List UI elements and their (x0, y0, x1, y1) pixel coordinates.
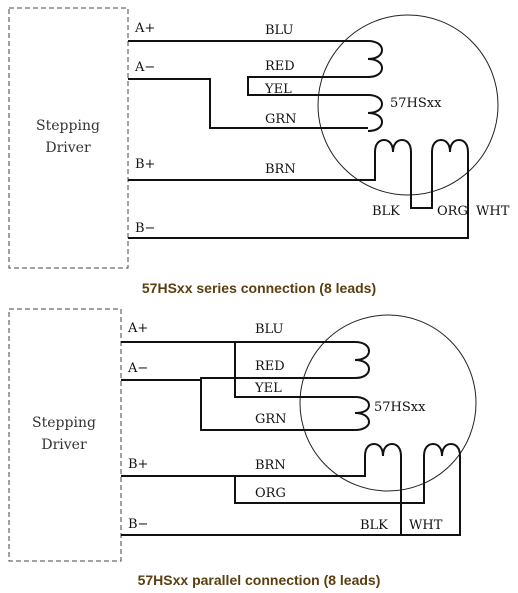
series-driver-box (8, 7, 129, 269)
series-terminal-b-minus: B− (135, 221, 155, 236)
series-diagram: Stepping Driver 57HSxx A+ A− B+ B− BLU R… (8, 7, 510, 296)
series-coil-a2 (367, 94, 384, 132)
parallel-motor-circle (299, 314, 477, 492)
series-coil-b2 (431, 138, 469, 153)
series-wire-label-wht: WHT (476, 204, 510, 219)
series-wire-label-yel: YEL (264, 82, 292, 97)
series-wire-label-blk: BLK (372, 204, 400, 219)
parallel-wire-label-red: RED (255, 359, 285, 374)
series-driver-label-line2: Driver (45, 140, 91, 156)
parallel-wire-org (234, 456, 425, 504)
series-coil-a1 (367, 40, 384, 78)
parallel-terminal-a-plus: A+ (127, 321, 148, 336)
parallel-wire-yel (234, 342, 355, 398)
parallel-wire-label-blu: BLU (255, 322, 283, 337)
series-wire-label-blu: BLU (265, 23, 293, 38)
parallel-wire-label-brn: BRN (255, 458, 286, 473)
parallel-wire-wht (121, 456, 461, 536)
parallel-coil-b2 (423, 442, 461, 457)
parallel-wire-label-blk: BLK (360, 518, 388, 533)
parallel-motor-label: 57HSxx (374, 400, 426, 415)
series-terminal-b-plus: B+ (135, 157, 155, 172)
parallel-coil-b1 (364, 442, 402, 457)
series-wire-label-brn: BRN (265, 162, 296, 177)
parallel-coil-a2 (354, 396, 371, 431)
parallel-driver-box (8, 308, 122, 562)
parallel-coil-a1 (354, 341, 371, 379)
series-driver-label-line1: Stepping (36, 118, 100, 134)
parallel-terminal-a-minus: A− (127, 361, 148, 376)
series-wire-label-org: ORG (437, 204, 468, 219)
parallel-terminal-b-plus: B+ (128, 457, 148, 472)
series-terminal-a-minus: A− (134, 60, 155, 75)
series-coil-b1 (374, 138, 412, 153)
series-motor-label: 57HSxx (390, 96, 442, 111)
series-motor-circle (317, 14, 499, 196)
parallel-wire-label-org: ORG (255, 486, 286, 501)
series-wire-red-yel-link (247, 76, 368, 96)
parallel-wire-label-grn: GRN (255, 412, 287, 427)
series-wire-blk-org-link (410, 152, 433, 209)
series-caption: 57HSxx series connection (8 leads) (142, 280, 376, 296)
parallel-terminal-b-minus: B− (128, 517, 148, 532)
parallel-wire-label-wht: WHT (409, 518, 443, 533)
series-terminal-a-plus: A+ (134, 21, 155, 36)
series-wire-grn (128, 78, 368, 129)
series-wire-wht (128, 152, 469, 239)
parallel-diagram: Stepping Driver 57HSxx A+ A− B+ B− BLU R… (8, 308, 477, 588)
parallel-wire-brn (121, 456, 366, 477)
parallel-wire-label-yel: YEL (254, 381, 282, 396)
series-wire-brn (128, 152, 376, 181)
parallel-driver-label-line2: Driver (41, 437, 87, 453)
parallel-driver-label-line1: Stepping (32, 415, 96, 431)
parallel-caption: 57HSxx parallel connection (8 leads) (138, 572, 381, 588)
series-wire-label-grn: GRN (265, 112, 297, 127)
series-wire-label-red: RED (265, 59, 295, 74)
parallel-wire-red-grn (200, 377, 355, 431)
